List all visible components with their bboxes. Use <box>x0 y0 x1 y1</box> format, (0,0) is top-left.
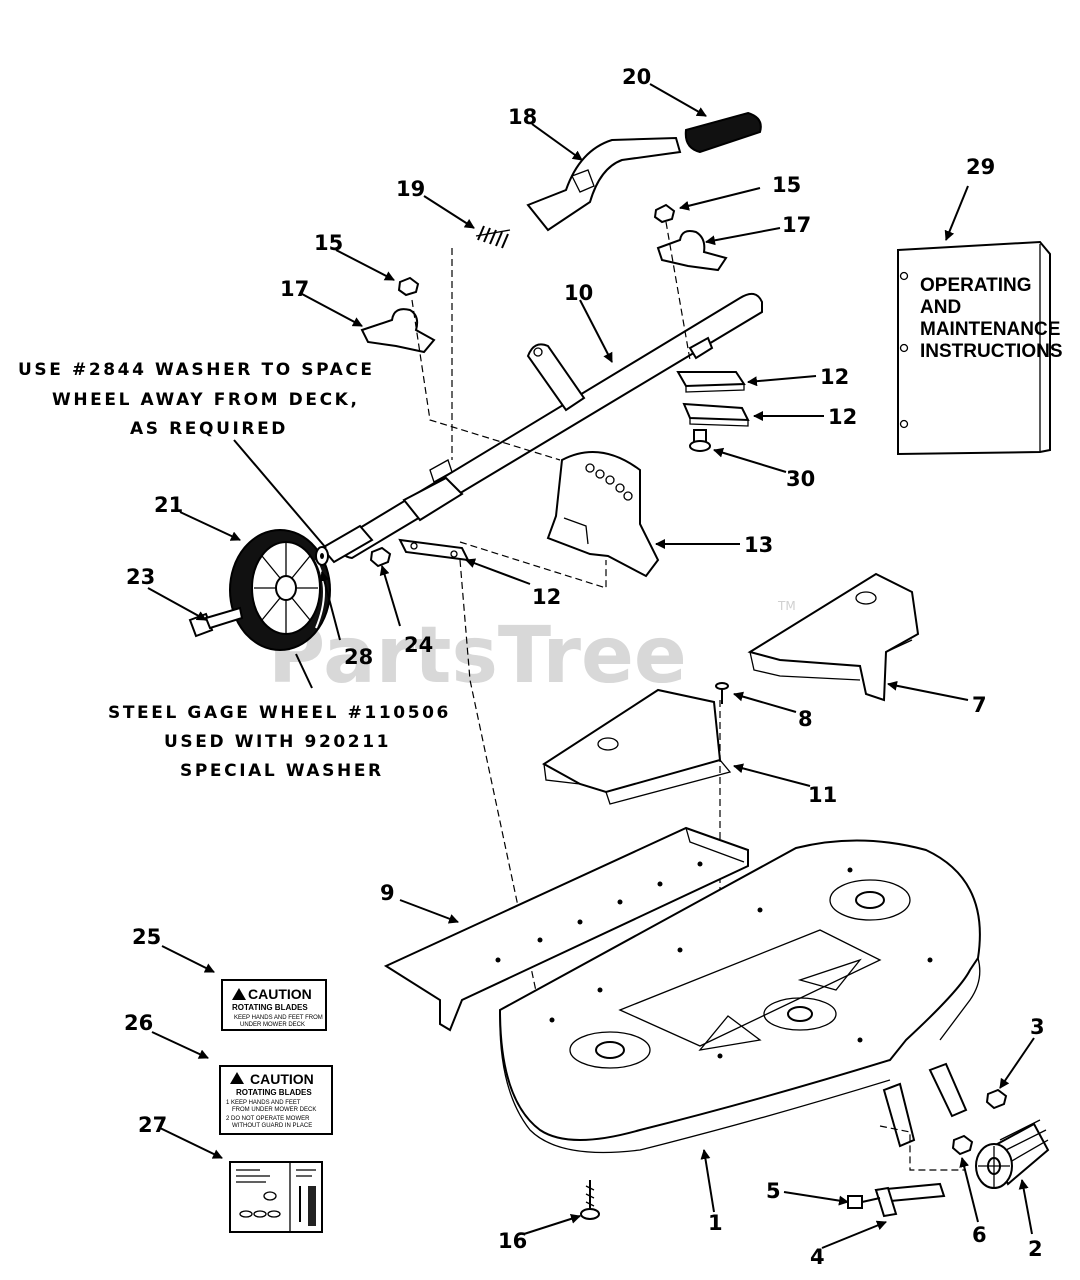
part-23-bolt <box>188 606 244 638</box>
manual-title-line-2: AND <box>920 297 961 318</box>
part-9-baffle <box>383 826 749 1032</box>
part-13-bracket <box>546 451 660 578</box>
decal-25-fine-1: KEEP HANDS AND FEET FROM <box>234 1015 323 1021</box>
callout-12-middle: 12 <box>828 405 857 429</box>
callout-30: 30 <box>786 467 815 491</box>
part-3-nut <box>985 1088 1008 1110</box>
decal-26-line-3: 2 DO NOT OPERATE MOWER <box>226 1116 310 1122</box>
decal-26-line-1: 1 KEEP HANDS AND FEET <box>226 1100 301 1106</box>
note-washer-line-2: WHEEL AWAY FROM DECK, <box>52 390 360 410</box>
part-20-grip <box>684 111 762 154</box>
callout-6: 6 <box>972 1223 987 1247</box>
part-10-axle <box>320 292 763 564</box>
callout-17-left: 17 <box>280 277 309 301</box>
callout-8: 8 <box>798 707 813 731</box>
manual-title-line-1: OPERATING <box>920 275 1032 296</box>
part-24-nut <box>369 546 392 568</box>
part-21-wheel <box>229 529 331 651</box>
part-1-deck <box>498 839 981 1154</box>
decal-26-heading: CAUTION <box>250 1071 314 1087</box>
decal-25-heading: CAUTION <box>248 986 312 1002</box>
part-6-nut <box>951 1134 974 1156</box>
part-26-caution-decal: CAUTION ROTATING BLADES 1 KEEP HANDS AND… <box>219 1065 333 1135</box>
part-4-pin <box>874 1125 966 1218</box>
part-25-caution-decal: CAUTION ROTATING BLADES KEEP HANDS AND F… <box>221 979 327 1031</box>
note-washer-line-3: AS REQUIRED <box>130 419 288 439</box>
part-12-plate-upper <box>676 371 746 393</box>
part-30-bolt <box>689 429 711 452</box>
callout-13: 13 <box>744 533 773 557</box>
callout-20: 20 <box>622 65 651 89</box>
part-5-bolt <box>847 1195 881 1209</box>
callout-29: 29 <box>966 155 995 179</box>
decal-26-subheading: ROTATING BLADES <box>236 1088 312 1097</box>
dash-line-right <box>665 221 691 361</box>
note-wheel-line-3: SPECIAL WASHER <box>180 761 384 781</box>
callout-9: 9 <box>380 881 395 905</box>
part-17-clamp-right <box>656 230 728 272</box>
callout-10: 10 <box>564 281 593 305</box>
callout-15-left: 15 <box>314 231 343 255</box>
callout-28: 28 <box>344 645 373 669</box>
callout-19: 19 <box>396 177 425 201</box>
callout-27: 27 <box>138 1113 167 1137</box>
callout-11: 11 <box>808 783 837 807</box>
callout-12-lower: 12 <box>532 585 561 609</box>
callout-12-upper: 12 <box>820 365 849 389</box>
callout-3: 3 <box>1030 1015 1045 1039</box>
callout-23: 23 <box>126 565 155 589</box>
part-12-plate-lower <box>398 538 470 562</box>
callout-2: 2 <box>1028 1237 1043 1261</box>
note-wheel-line-1: STEEL GAGE WHEEL #110506 <box>108 703 451 723</box>
note-wheel-line-2: USED WITH 920211 <box>164 732 391 752</box>
part-2-roller <box>975 1119 1050 1189</box>
callout-7: 7 <box>972 693 987 717</box>
callout-16: 16 <box>498 1229 527 1253</box>
callout-1: 1 <box>708 1211 723 1235</box>
callout-4: 4 <box>810 1245 825 1269</box>
part-8-screw <box>715 682 729 704</box>
watermark-tm: TM <box>777 599 796 613</box>
part-15-nut-left <box>397 276 420 297</box>
callout-5: 5 <box>766 1179 781 1203</box>
note-washer-line-1: USE #2844 WASHER TO SPACE <box>18 360 375 380</box>
callout-21: 21 <box>154 493 183 517</box>
callout-26: 26 <box>124 1011 153 1035</box>
part-11-shield-left <box>542 688 732 805</box>
manual-title-line-4: INSTRUCTIONS <box>920 341 1063 362</box>
callout-17-right: 17 <box>782 213 811 237</box>
part-29-manual: OPERATING AND MAINTENANCE INSTRUCTIONS <box>897 240 1063 456</box>
callout-25: 25 <box>132 925 161 949</box>
dash-line-plate <box>459 541 607 589</box>
decal-25-subheading: ROTATING BLADES <box>232 1003 308 1012</box>
part-7-shield-right <box>747 572 920 702</box>
part-12-plate-middle <box>682 402 750 427</box>
callout-15-right: 15 <box>772 173 801 197</box>
part-28-washer <box>315 546 329 566</box>
leader-arrows <box>147 83 1035 1249</box>
callout-18: 18 <box>508 105 537 129</box>
part-16-bolt <box>580 1180 600 1220</box>
part-17-clamp-left <box>360 308 436 354</box>
watermark: PartsTree <box>268 611 687 701</box>
part-18-handle <box>526 136 682 232</box>
part-15-nut-right <box>653 203 676 224</box>
manual-title-line-3: MAINTENANCE <box>920 319 1060 340</box>
part-27-instruction-decal <box>229 1161 323 1233</box>
decal-26-line-2: FROM UNDER MOWER DECK <box>232 1107 316 1113</box>
decal-25-fine-2: UNDER MOWER DECK <box>240 1022 305 1028</box>
callout-24: 24 <box>404 633 433 657</box>
dash-line-left <box>411 248 561 461</box>
part-19-spring <box>475 225 511 249</box>
decal-26-line-4: WITHOUT GUARD IN PLACE <box>232 1123 312 1129</box>
